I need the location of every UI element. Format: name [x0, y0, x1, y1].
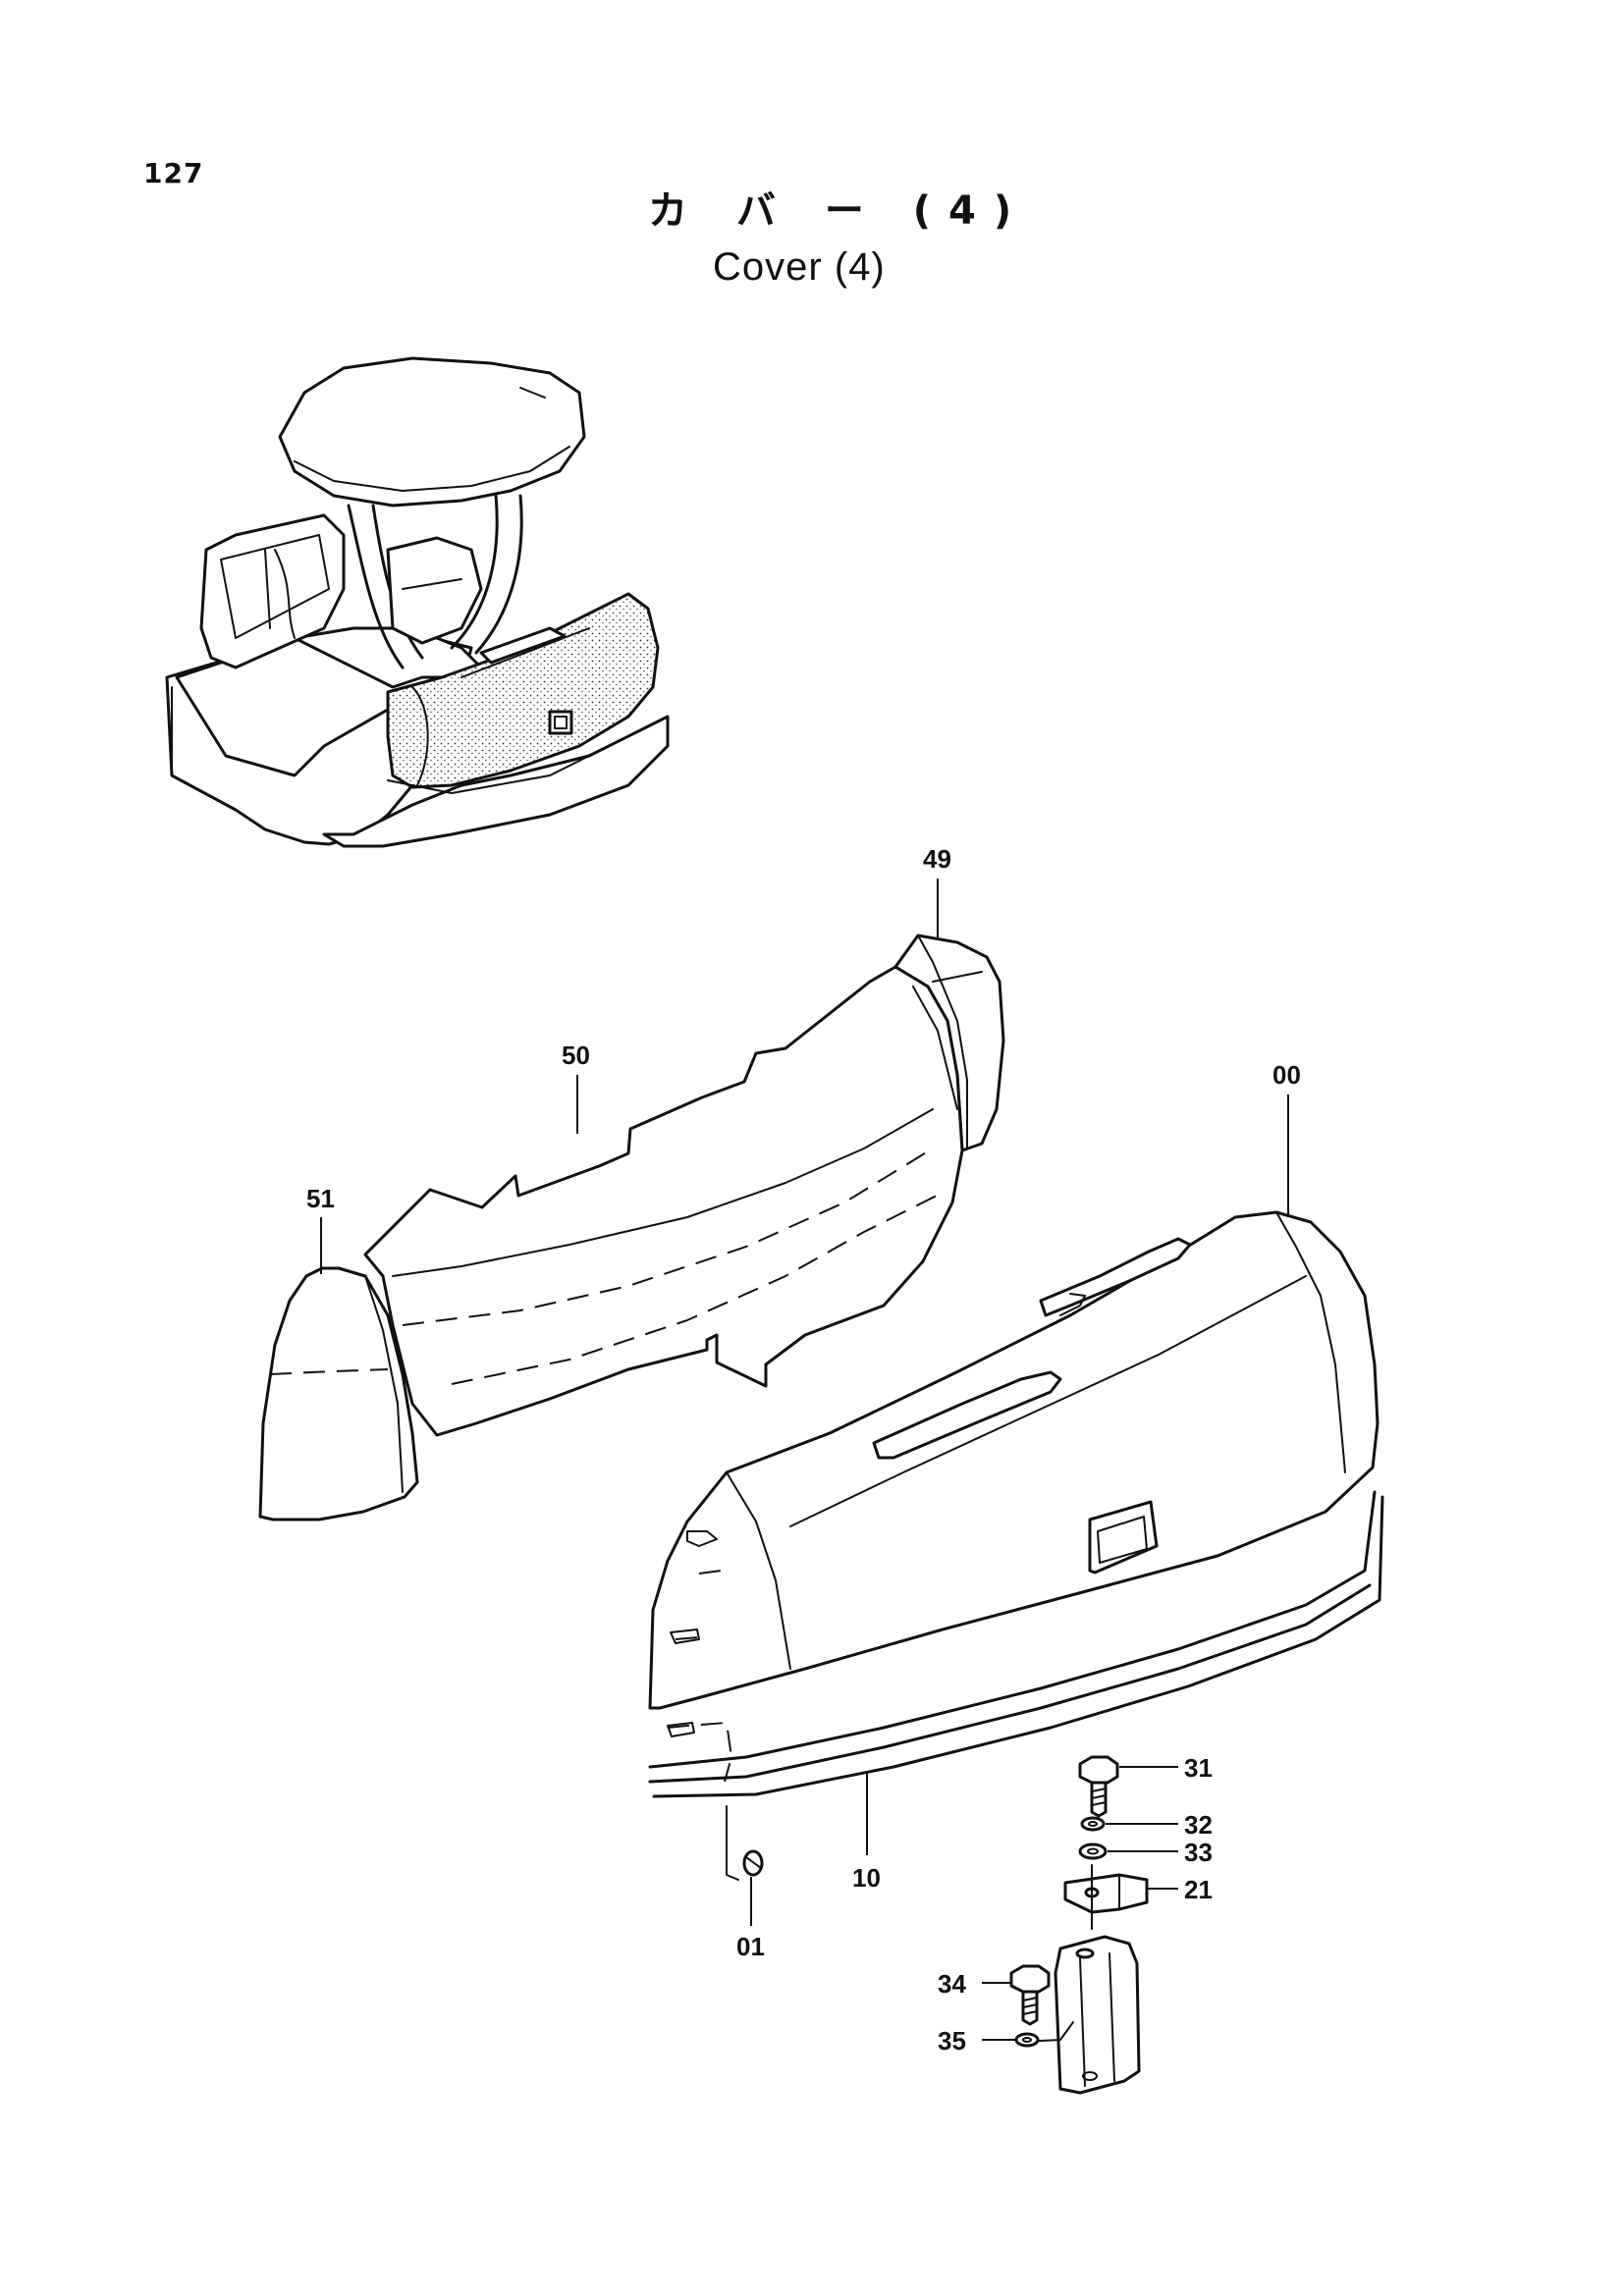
callout-50: 50 [562, 1041, 590, 1070]
leader-lines [320, 879, 1289, 2041]
hardware-stack [1009, 1755, 1149, 2095]
part-51-end-piece [258, 1266, 419, 1522]
part-10-seal-strip [648, 1490, 1384, 1798]
title-japanese: カ バ ー (4) [648, 188, 1030, 234]
callout-10: 10 [852, 1863, 881, 1893]
part-00-main-cover [648, 1210, 1380, 1783]
callout-01: 01 [736, 1932, 765, 1961]
title-english: Cover (4) [713, 245, 886, 289]
callout-51: 51 [306, 1184, 335, 1213]
callout-labels: 49 50 00 51 31 32 33 21 10 01 34 35 [306, 844, 1301, 2056]
callout-35: 35 [938, 2026, 966, 2056]
callout-33: 33 [1184, 1838, 1213, 1867]
machine-overview-illustration [165, 356, 670, 848]
page-number: 127 [143, 157, 204, 189]
part-50-upper-cover [363, 965, 964, 1437]
callout-32: 32 [1184, 1810, 1213, 1840]
callout-49: 49 [923, 844, 951, 874]
callout-21: 21 [1184, 1875, 1213, 1904]
part-01-bolt [726, 1805, 764, 1881]
callout-00: 00 [1272, 1060, 1301, 1090]
callout-34: 34 [938, 1969, 966, 1999]
callout-31: 31 [1184, 1753, 1213, 1783]
